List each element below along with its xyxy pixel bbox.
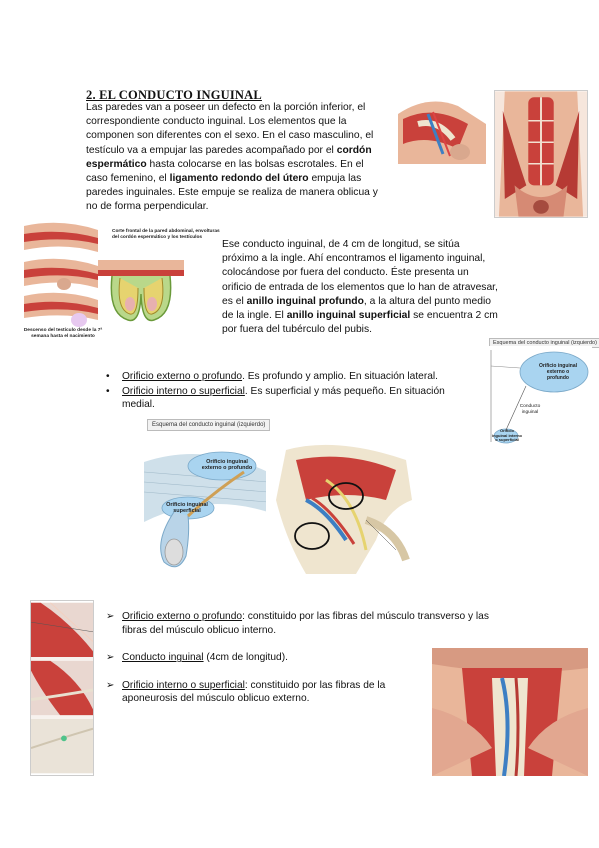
- orifice-detail-list: ➢ Orificio externo o profundo: constitui…: [106, 610, 506, 706]
- canal-schema-large: [144, 432, 268, 574]
- canal-schema-small: [488, 346, 592, 448]
- canal-description-paragraph: Ese conducto inguinal, de 4 cm de longit…: [222, 239, 498, 336]
- orifice-bullet-list: • Orificio externo o profundo. Es profun…: [106, 370, 476, 413]
- big-orificio-profundo-label: Orificio inguinal externo o profundo: [201, 459, 253, 472]
- list-item: • Orificio externo o profundo. Es profun…: [106, 371, 438, 382]
- frontal-cut-illustration: [98, 254, 184, 326]
- testicle-descent-illustration: [24, 222, 98, 330]
- intro-paragraph: Las paredes van a poseer un defecto en l…: [86, 102, 378, 213]
- orificio-externo-profundo-label-small: Orificio inguinal externo o profundo: [538, 363, 578, 381]
- list-item: ➢ Conducto inguinal (4cm de longitud).: [106, 652, 288, 664]
- big-orificio-superficial-label: Orificio inguinal superficial: [166, 502, 208, 515]
- orificio-interno-label-small: Orificio inguinal interno o superficial: [492, 428, 522, 443]
- list-item: ➢ Orificio externo o profundo: constitui…: [106, 611, 489, 636]
- section-title: 2. EL CONDUCTO INGUINAL: [86, 88, 262, 102]
- muscle-layers-illustration: [30, 600, 94, 776]
- inguinal-dissection-illustration: [432, 648, 588, 776]
- descenso-caption: Descenso del testículo desde la 7ª seman…: [23, 328, 103, 339]
- corte-frontal-caption: Corte frontal de la pared abdominal, env…: [112, 229, 220, 240]
- list-item: • Orificio interno o superficial. Es sup…: [106, 385, 445, 411]
- abdominal-muscles-illustration: [494, 90, 588, 218]
- list-item: ➢ Orificio interno o superficial: consti…: [106, 679, 386, 705]
- inguinal-canal-illustration: [398, 94, 486, 164]
- conducto-inguinal-label-small: Conducto inguinal: [519, 404, 541, 415]
- pelvis-anatomy-illustration: [266, 440, 416, 574]
- esquema-caption-large: Esquema del conducto inguinal (izquierdo…: [147, 419, 271, 431]
